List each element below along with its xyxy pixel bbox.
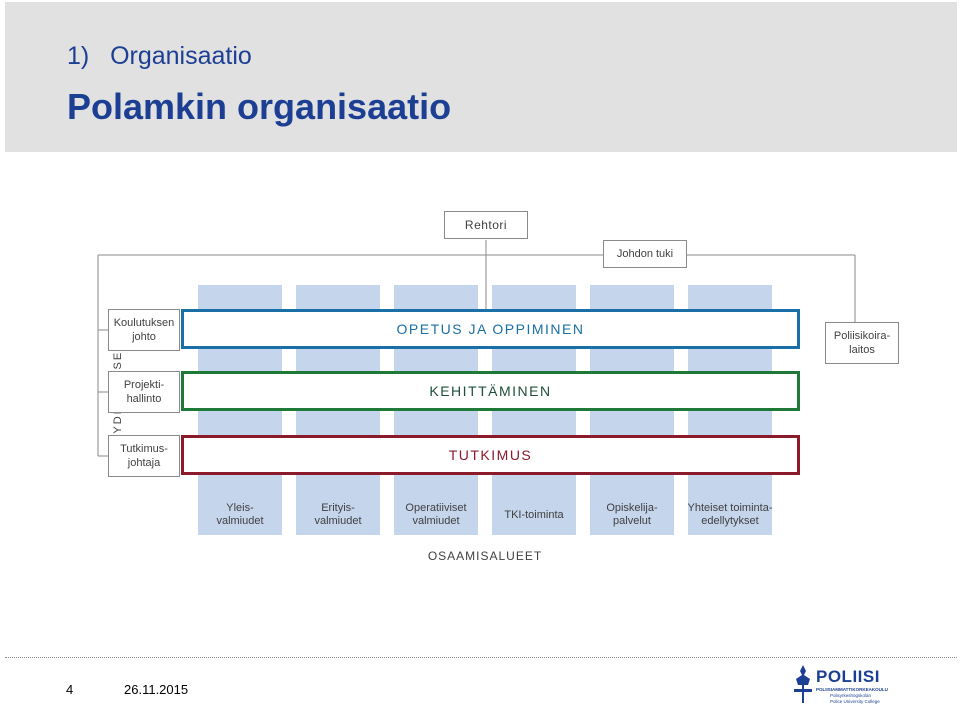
footer-divider <box>5 657 957 658</box>
tutkimusjohtaja-box: Tutkimus- johtaja <box>108 435 180 477</box>
column-label-yleisvalmiudet: Yleis- valmiudet <box>216 502 264 527</box>
logo-line-2: Polisyrkeshögskolan <box>830 693 872 698</box>
page-title: Polamkin organisaatio <box>67 86 452 127</box>
section-subtitle: 1) Organisaatio <box>67 42 252 70</box>
logo-line-1: POLIISIAMMATTIKORKEAKOULU <box>816 687 888 692</box>
logo-name: POLIISI <box>816 667 880 686</box>
page-number: 4 <box>66 682 74 697</box>
johdon-tuki-box: Johdon tuki <box>603 240 687 268</box>
rehtori-box: Rehtori <box>444 211 528 239</box>
band-kehittaminen: KEHITTÄMINEN <box>181 371 800 411</box>
band-tutkimus: TUTKIMUS <box>181 435 800 475</box>
column-label-yhteiset: Yhteiset toiminta- edellytykset <box>687 502 773 527</box>
poliisi-logo: POLIISI POLIISIAMMATTIKORKEAKOULU Polisy… <box>790 663 900 709</box>
column-label-erityisvalmiudet: Erityis- valmiudet <box>314 502 362 527</box>
column-label-opiskelijapalvelut: Opiskelija- palvelut <box>606 502 658 527</box>
osaamisalueet-label: OSAAMISALUEET <box>427 549 543 563</box>
band-opetus: OPETUS JA OPPIMINEN <box>181 309 800 349</box>
poliisikoiralaitos-box: Poliisikoira- laitos <box>825 322 899 364</box>
column-label-operatiiviset: Operatiiviset valmiudet <box>405 502 467 527</box>
header-banner <box>5 2 957 152</box>
lion-emblem-icon <box>794 665 812 703</box>
koulutuksen-johto-box: Koulutuksen johto <box>108 309 180 351</box>
column-label-tki: TKI-toiminta <box>504 509 564 521</box>
logo-line-3: Police University College <box>830 699 880 704</box>
footer-date: 26.11.2015 <box>124 682 189 697</box>
projektihallinto-box: Projekti- hallinto <box>108 371 180 413</box>
